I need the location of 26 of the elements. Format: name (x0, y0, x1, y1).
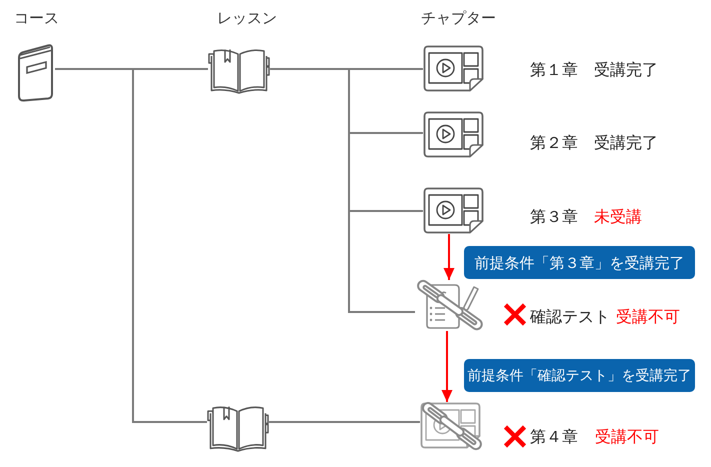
status-text: 受講不可 (595, 427, 659, 447)
connector-line (269, 421, 420, 423)
chained-video-page-icon (420, 402, 482, 450)
condition-banner: 前提条件「確認テスト」を受講完了 (464, 359, 695, 392)
connector-line (55, 68, 207, 423)
condition-banner: 前提条件「第３章」を受講完了 (464, 246, 695, 279)
arrow (444, 234, 454, 280)
video-page-icon (423, 187, 484, 234)
chapter-name: 第２章 (530, 133, 578, 153)
closed-book-icon (15, 43, 55, 102)
column-header: レッスン (217, 8, 277, 28)
chapter-name: 第１章 (530, 60, 578, 80)
status-text: 受講完了 (594, 133, 658, 153)
video-page-icon (423, 45, 484, 92)
connector-line (270, 68, 415, 313)
test-name: 確認テスト (530, 307, 610, 327)
status-text: 受講不可 (616, 307, 680, 327)
video-page-icon (423, 111, 484, 158)
column-header: チャプター (421, 8, 496, 28)
status-text: 未受講 (594, 207, 642, 227)
column-header: コース (14, 8, 59, 28)
chained-quiz-sheet-icon (415, 280, 485, 331)
chapter-name: 第４章 (530, 427, 578, 447)
status-text: 受講完了 (594, 60, 658, 80)
arrow (442, 331, 452, 402)
chapter-name: 第３章 (530, 207, 578, 227)
